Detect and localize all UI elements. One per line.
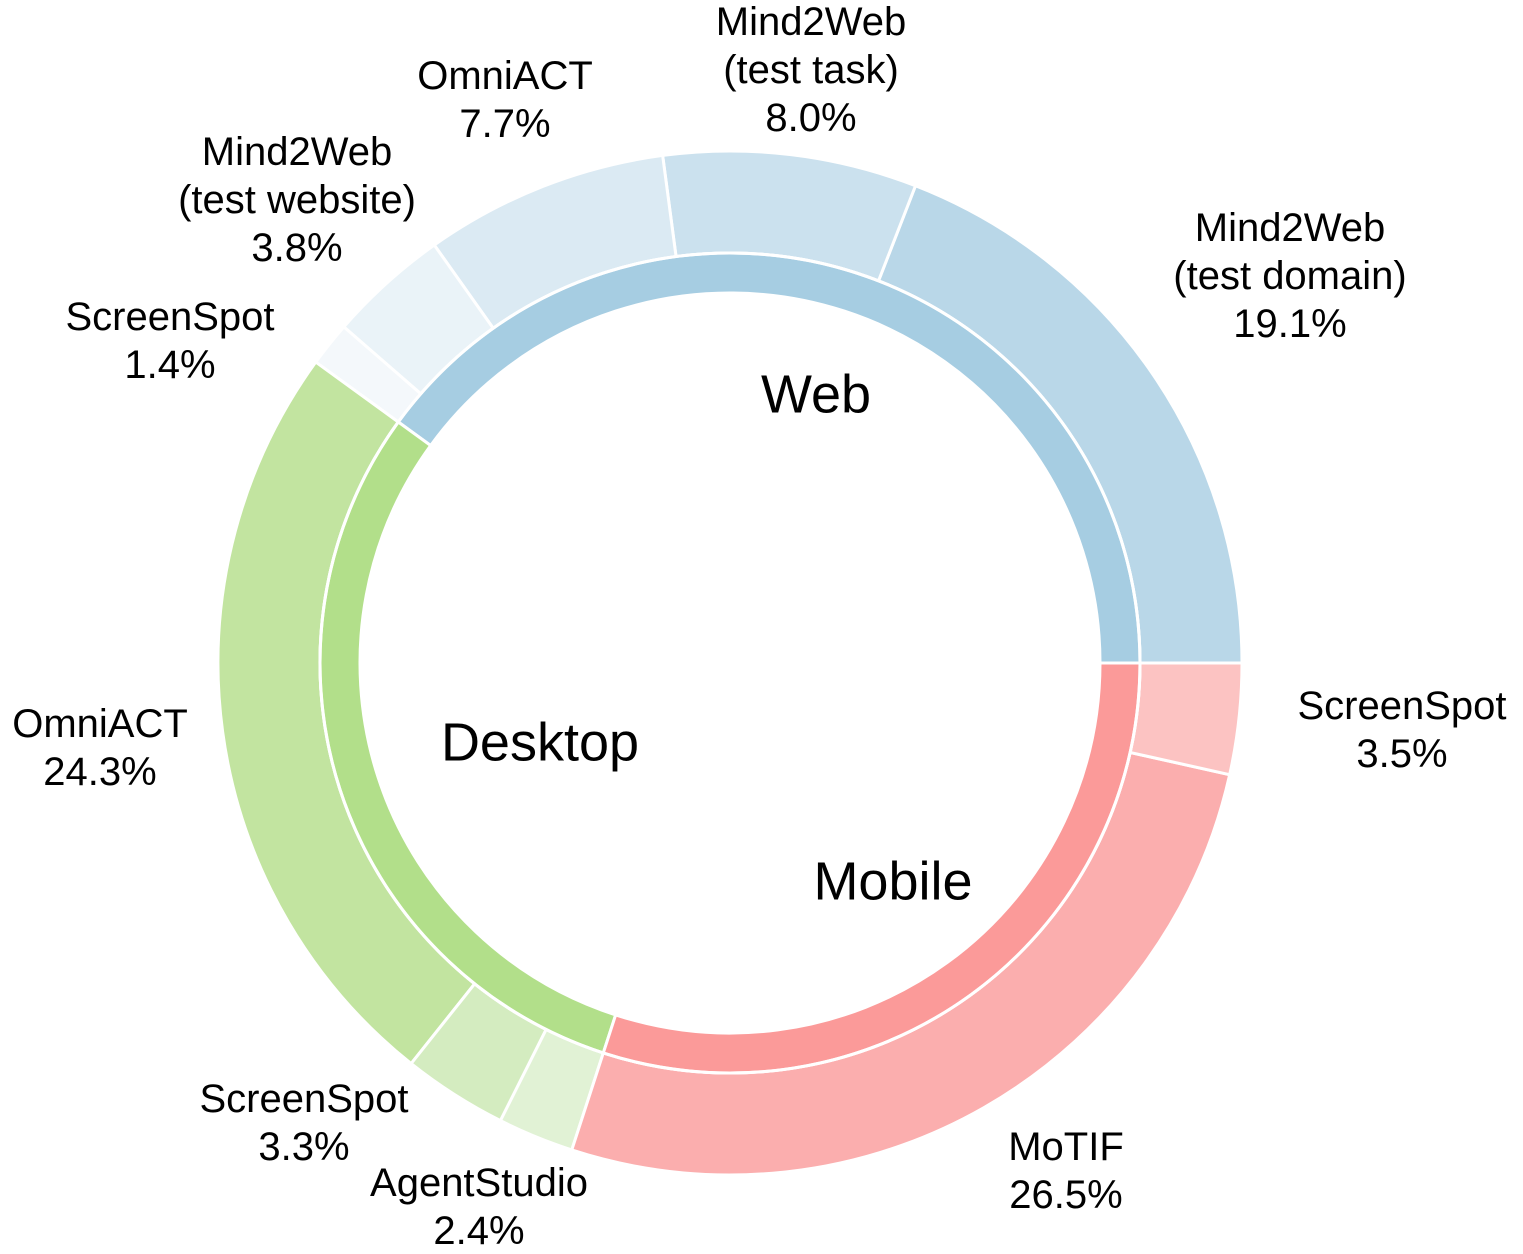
outer-slice-mobile-motif — [569, 750, 1232, 1177]
segment-name: OmniACT — [12, 702, 188, 746]
segment-name: AgentStudio — [370, 1161, 588, 1205]
segment-value: 26.5% — [1009, 1173, 1122, 1217]
segment-name: ScreenSpot — [1297, 684, 1506, 728]
segment-value: 1.4% — [124, 343, 215, 387]
segment-value: 3.8% — [251, 226, 342, 270]
segment-label-web-mind2web-test-domain: Mind2Web(test domain)19.1% — [1173, 206, 1406, 346]
outer-ring — [216, 149, 1244, 1177]
segment-name: Mind2Web — [202, 130, 392, 174]
segment-name: (test task) — [723, 48, 899, 92]
segment-value: 7.7% — [459, 102, 550, 146]
segment-name: Mind2Web — [716, 0, 906, 44]
segment-name: MoTIF — [1008, 1125, 1124, 1169]
group-label-mobile: Mobile — [813, 851, 972, 911]
ring-separator — [318, 251, 1142, 1075]
segment-name: Mind2Web — [1195, 206, 1385, 250]
segment-label-web-mind2web-test-website: Mind2Web(test website)3.8% — [178, 130, 416, 270]
segment-value: 2.4% — [433, 1209, 524, 1253]
group-label-desktop: Desktop — [441, 712, 639, 772]
segment-value: 8.0% — [765, 96, 856, 140]
segment-value: 24.3% — [43, 750, 156, 794]
segment-value: 3.5% — [1356, 732, 1447, 776]
segment-name: (test domain) — [1173, 254, 1406, 298]
segment-name: (test website) — [178, 178, 416, 222]
segment-label-web-mind2web-test-task: Mind2Web(test task)8.0% — [716, 0, 906, 140]
group-label-web: Web — [761, 364, 871, 424]
segment-value: 19.1% — [1233, 302, 1346, 346]
segment-labels: Mind2Web(test domain)19.1%Mind2Web(test … — [12, 0, 1506, 1253]
segment-name: OmniACT — [417, 54, 593, 98]
inner-ring — [318, 251, 1142, 1075]
segment-value: 3.3% — [258, 1125, 349, 1169]
segment-name: ScreenSpot — [199, 1077, 408, 1121]
segment-name: ScreenSpot — [65, 295, 274, 339]
